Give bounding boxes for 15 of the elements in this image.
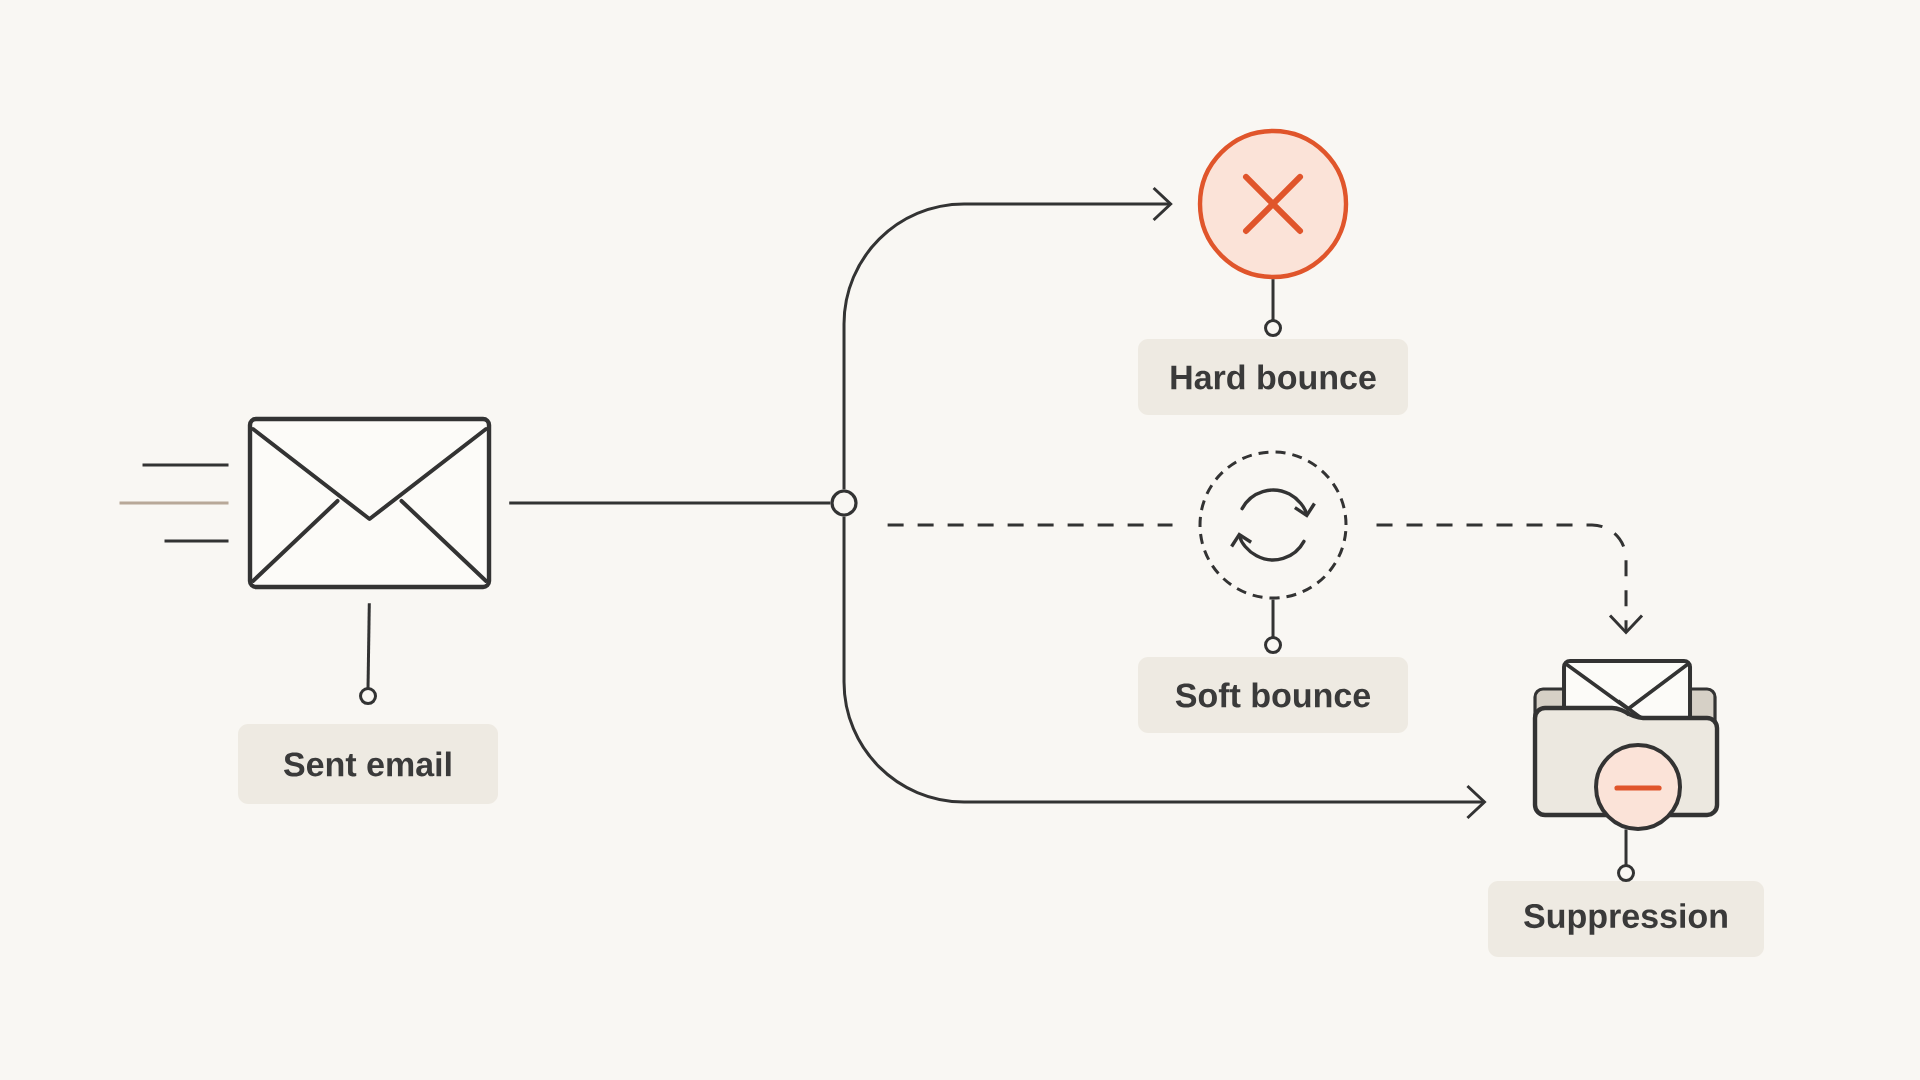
arrow <box>842 186 1173 490</box>
label-box: Soft bounce <box>1138 657 1408 733</box>
arrow <box>842 516 1487 820</box>
label-box: Sent email <box>238 724 498 804</box>
leader-line <box>1624 829 1628 866</box>
envelope-icon <box>247 416 492 590</box>
leader-line <box>1271 279 1275 321</box>
junction-circle <box>830 489 858 517</box>
leader-line <box>1271 599 1275 638</box>
dashed-connector-line <box>887 523 1173 527</box>
connector-line <box>509 501 831 505</box>
leader-line <box>366 603 371 689</box>
label-box: Hard bounce <box>1138 339 1408 415</box>
dashed-arrow <box>1376 523 1644 635</box>
label-box: Suppression <box>1488 881 1764 957</box>
